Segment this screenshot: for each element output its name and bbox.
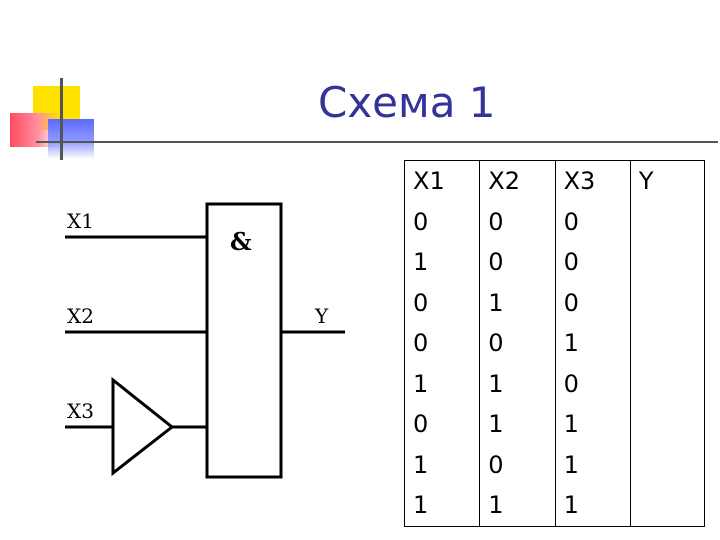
table-cell: [629, 363, 706, 404]
page-title: Схема 1: [318, 78, 496, 127]
input-label-x3: X3: [67, 399, 94, 423]
table-cell: [629, 201, 706, 242]
table-cell: 0: [479, 201, 556, 242]
table-cell: [629, 282, 706, 323]
table-cell: 1: [554, 485, 631, 526]
table-cell: 1: [403, 242, 481, 283]
title-rule: [36, 141, 718, 143]
table-cell: 0: [554, 282, 631, 323]
input-label-x2: X2: [67, 304, 94, 328]
table-cell: 1: [554, 444, 631, 485]
table-cell: 1: [554, 323, 631, 364]
table-cell: 0: [479, 444, 556, 485]
table-cell: 0: [554, 363, 631, 404]
table-cell: 1: [479, 485, 556, 526]
table-cell: 0: [403, 323, 481, 364]
and-gate-symbol: &: [230, 227, 252, 256]
and-gate: [205, 202, 283, 479]
table-cell: [629, 242, 706, 283]
input-label-x1: X1: [67, 209, 94, 233]
table-cell: 0: [554, 242, 631, 283]
column-header: X1: [403, 160, 481, 202]
table-cell: 0: [403, 201, 481, 242]
buffer-triangle: [111, 376, 175, 477]
table-cell: 1: [554, 404, 631, 445]
table-cell: [629, 404, 706, 445]
table-cell: 0: [403, 282, 481, 323]
table-cell: [629, 444, 706, 485]
logo-vertical-line: [60, 78, 63, 160]
logic-circuit-diagram: X1 X2 X3 Y &: [65, 202, 345, 479]
output-label-y: Y: [314, 304, 329, 328]
column-header: Y: [629, 160, 706, 202]
table-cell: [629, 485, 706, 526]
table-cell: 1: [479, 404, 556, 445]
table-cell: 1: [403, 485, 481, 526]
table-cell: 0: [554, 201, 631, 242]
table-cell: 1: [403, 363, 481, 404]
column-header: X3: [554, 160, 631, 202]
table-cell: 1: [479, 363, 556, 404]
table-cell: 0: [479, 242, 556, 283]
logo-blue-square: [48, 119, 94, 159]
table-cell: 0: [479, 323, 556, 364]
table-cell: 1: [479, 282, 556, 323]
table-cell: [629, 323, 706, 364]
column-header: X2: [479, 160, 556, 202]
table-cell: 0: [403, 404, 481, 445]
table-cell: 1: [403, 444, 481, 485]
